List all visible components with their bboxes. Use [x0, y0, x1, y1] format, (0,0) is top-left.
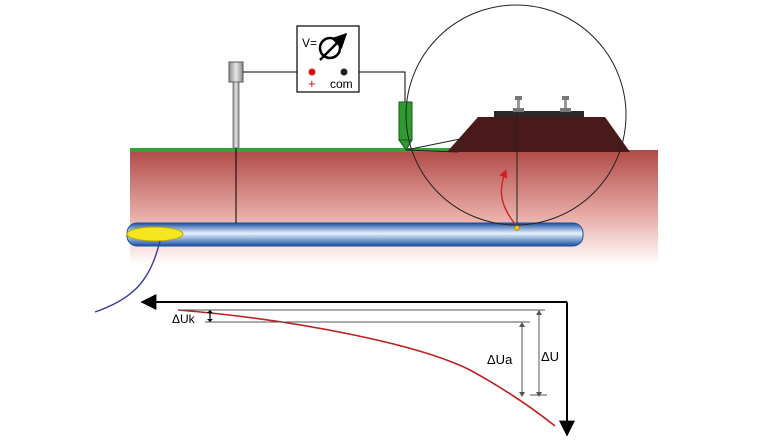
wire-to-com	[344, 71, 406, 102]
coating-defect	[126, 226, 184, 242]
delta-ua-label: ΔUa	[487, 352, 513, 367]
potential-curve	[177, 309, 556, 427]
plus-label: +	[308, 76, 316, 91]
stray-current-arrow	[499, 169, 516, 225]
defect-leader-line	[94, 240, 161, 313]
rail-right	[560, 96, 571, 112]
plus-terminal	[308, 68, 316, 76]
test-post	[228, 61, 244, 149]
meter-needle-icon	[319, 32, 348, 61]
voltmeter: V= + com	[296, 25, 360, 93]
stray-current-point	[514, 225, 520, 231]
magnifier-circle	[405, 4, 627, 226]
ground-surface	[130, 148, 460, 152]
voltmeter-label: V=	[302, 36, 317, 50]
reference-electrode	[398, 101, 413, 151]
delta-u-label: ΔU	[541, 349, 559, 364]
rail-embankment	[447, 117, 630, 152]
rail-left	[513, 96, 524, 112]
magnifier-link-bottom	[405, 149, 459, 153]
delta-uk-label: ΔUk	[172, 312, 196, 326]
magnifier-link-top	[405, 137, 466, 151]
pipeline	[126, 222, 584, 247]
com-terminal	[340, 68, 348, 76]
com-label: com	[330, 77, 353, 91]
soil	[130, 150, 658, 265]
rail-tie	[494, 111, 584, 117]
